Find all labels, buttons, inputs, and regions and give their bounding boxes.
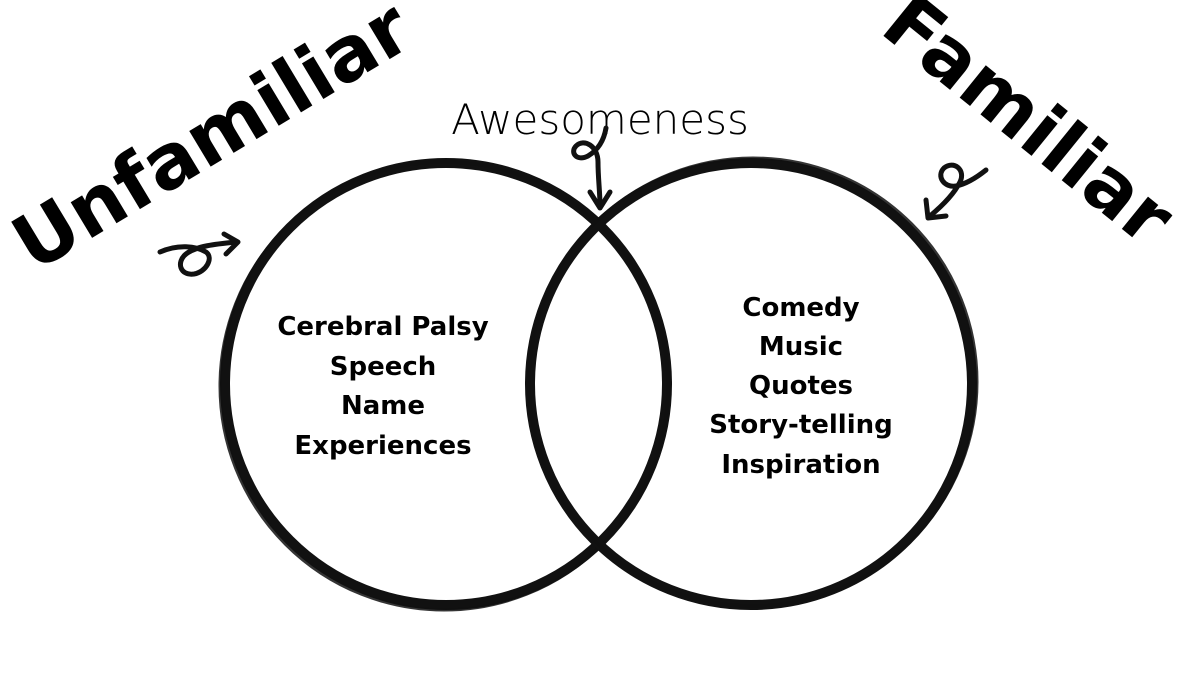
list-item: Experiences [294, 431, 471, 461]
awesomeness-label: Awesomeness [451, 95, 749, 144]
right-items-list: Comedy Music Quotes Story-telling Inspir… [709, 293, 893, 480]
list-item: Story-telling [709, 410, 893, 440]
curly-arrow-icon [923, 162, 989, 221]
list-item: Inspiration [721, 450, 880, 480]
list-item: Speech [330, 352, 437, 382]
left-circle [218, 158, 672, 612]
list-item: Cerebral Palsy [277, 312, 488, 342]
right-circle [525, 156, 979, 610]
left-items-list: Cerebral Palsy Speech Name Experiences [277, 312, 488, 461]
list-item: Name [341, 391, 425, 421]
curly-arrow-icon [571, 125, 613, 211]
list-item: Quotes [749, 371, 853, 401]
curly-arrow-icon [157, 231, 241, 277]
familiar-label: Familiar [867, 0, 1191, 263]
list-item: Music [759, 332, 843, 362]
list-item: Comedy [742, 293, 859, 323]
